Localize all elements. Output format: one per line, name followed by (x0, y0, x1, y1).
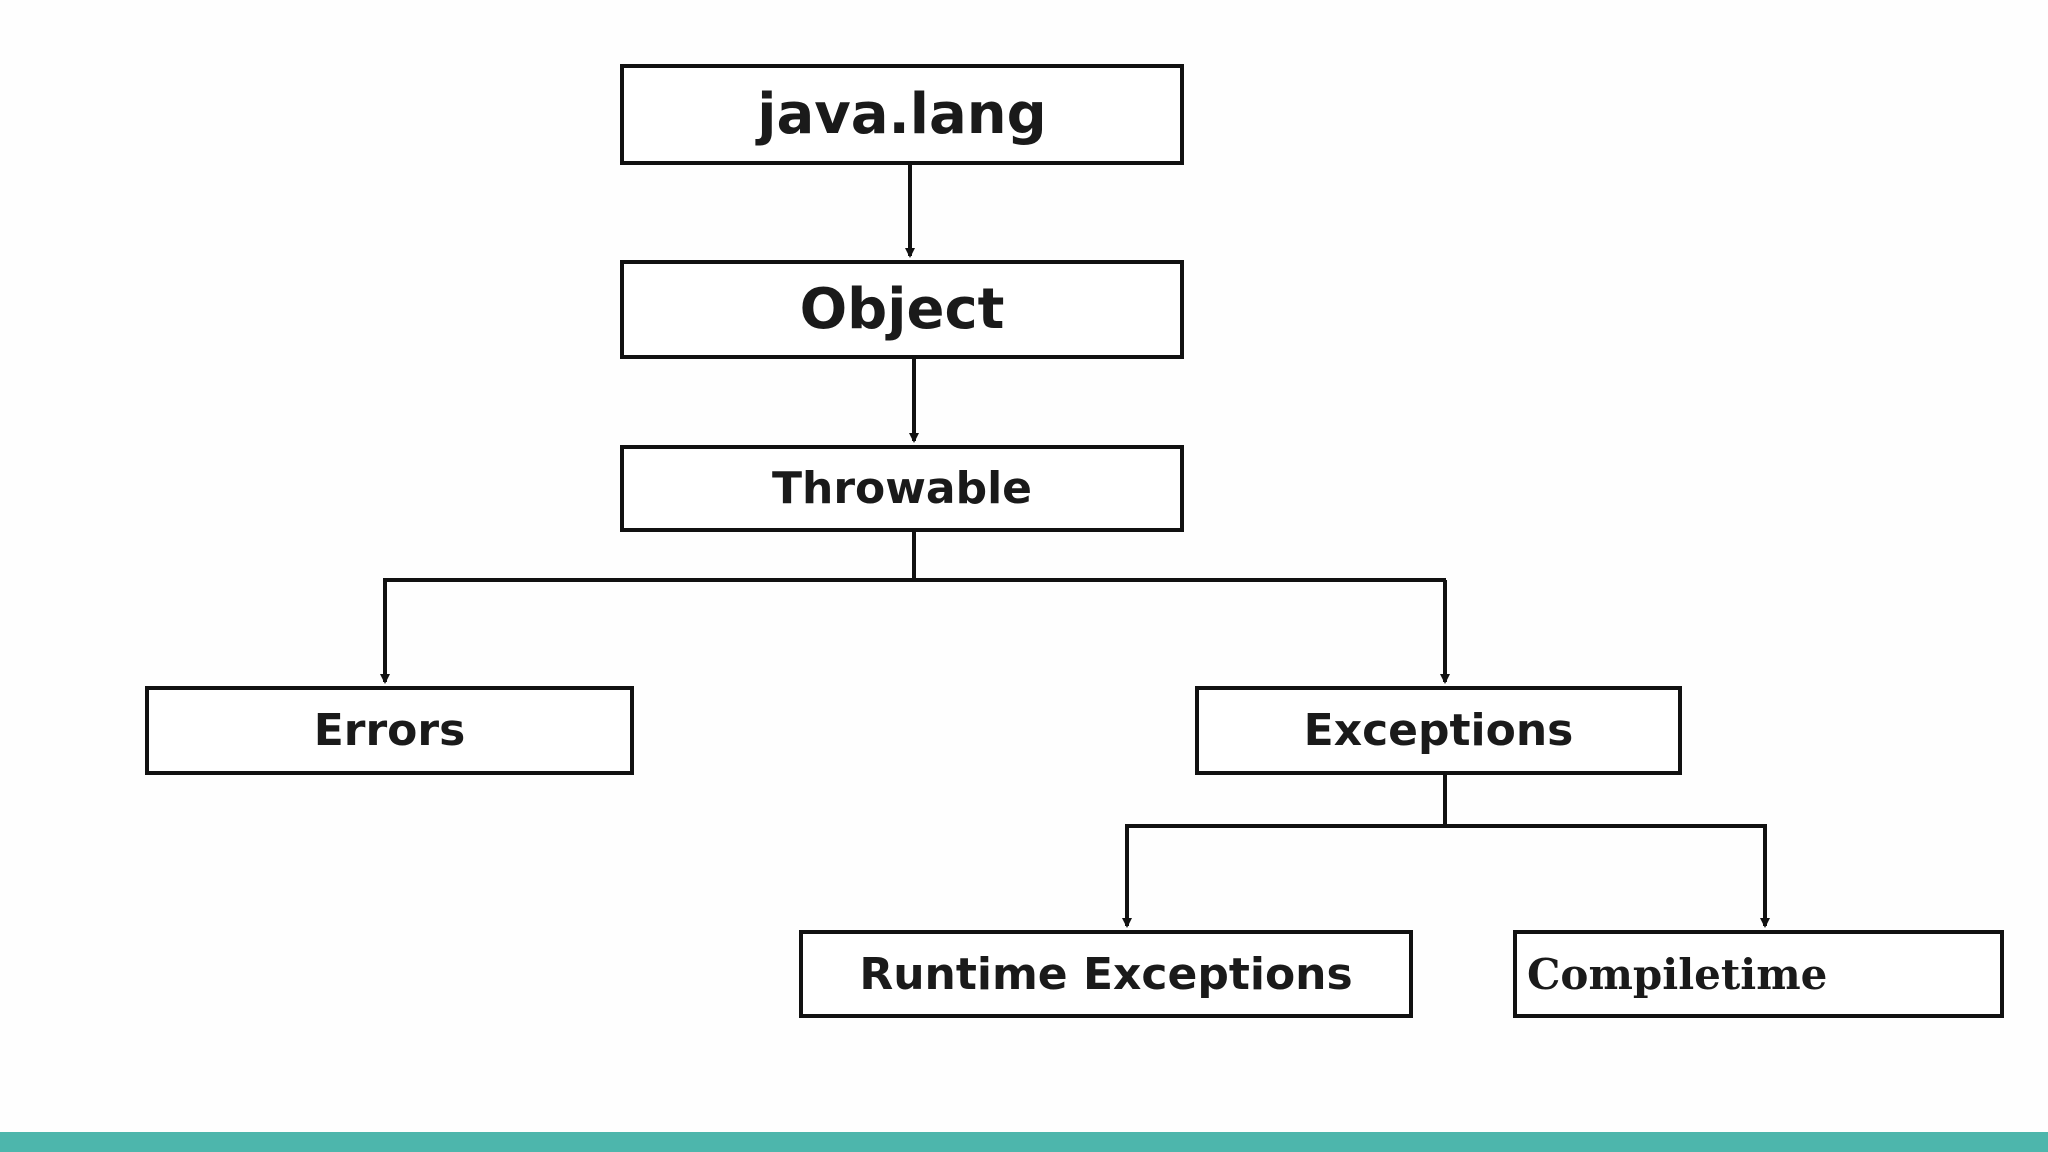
node-exceptions: Exceptions (1195, 686, 1682, 775)
node-label: Throwable (771, 463, 1033, 514)
edge-throwable-branch (380, 532, 1450, 684)
node-java-lang: java.lang (620, 64, 1184, 165)
node-object: Object (620, 260, 1184, 359)
node-label: Runtime Exceptions (859, 948, 1353, 1000)
node-runtime-exceptions: Runtime Exceptions (799, 930, 1413, 1018)
node-label: Compiletime (1527, 949, 1828, 999)
footer-accent-bar (0, 1132, 2048, 1152)
node-throwable: Throwable (620, 445, 1184, 532)
node-label: java.lang (757, 82, 1047, 147)
edge-exceptions-branch (1122, 775, 1770, 928)
node-label: Exceptions (1303, 705, 1574, 756)
node-label: Object (799, 277, 1005, 342)
node-errors: Errors (145, 686, 634, 775)
node-compiletime: Compiletime (1513, 930, 2004, 1018)
node-label: Errors (313, 705, 466, 756)
